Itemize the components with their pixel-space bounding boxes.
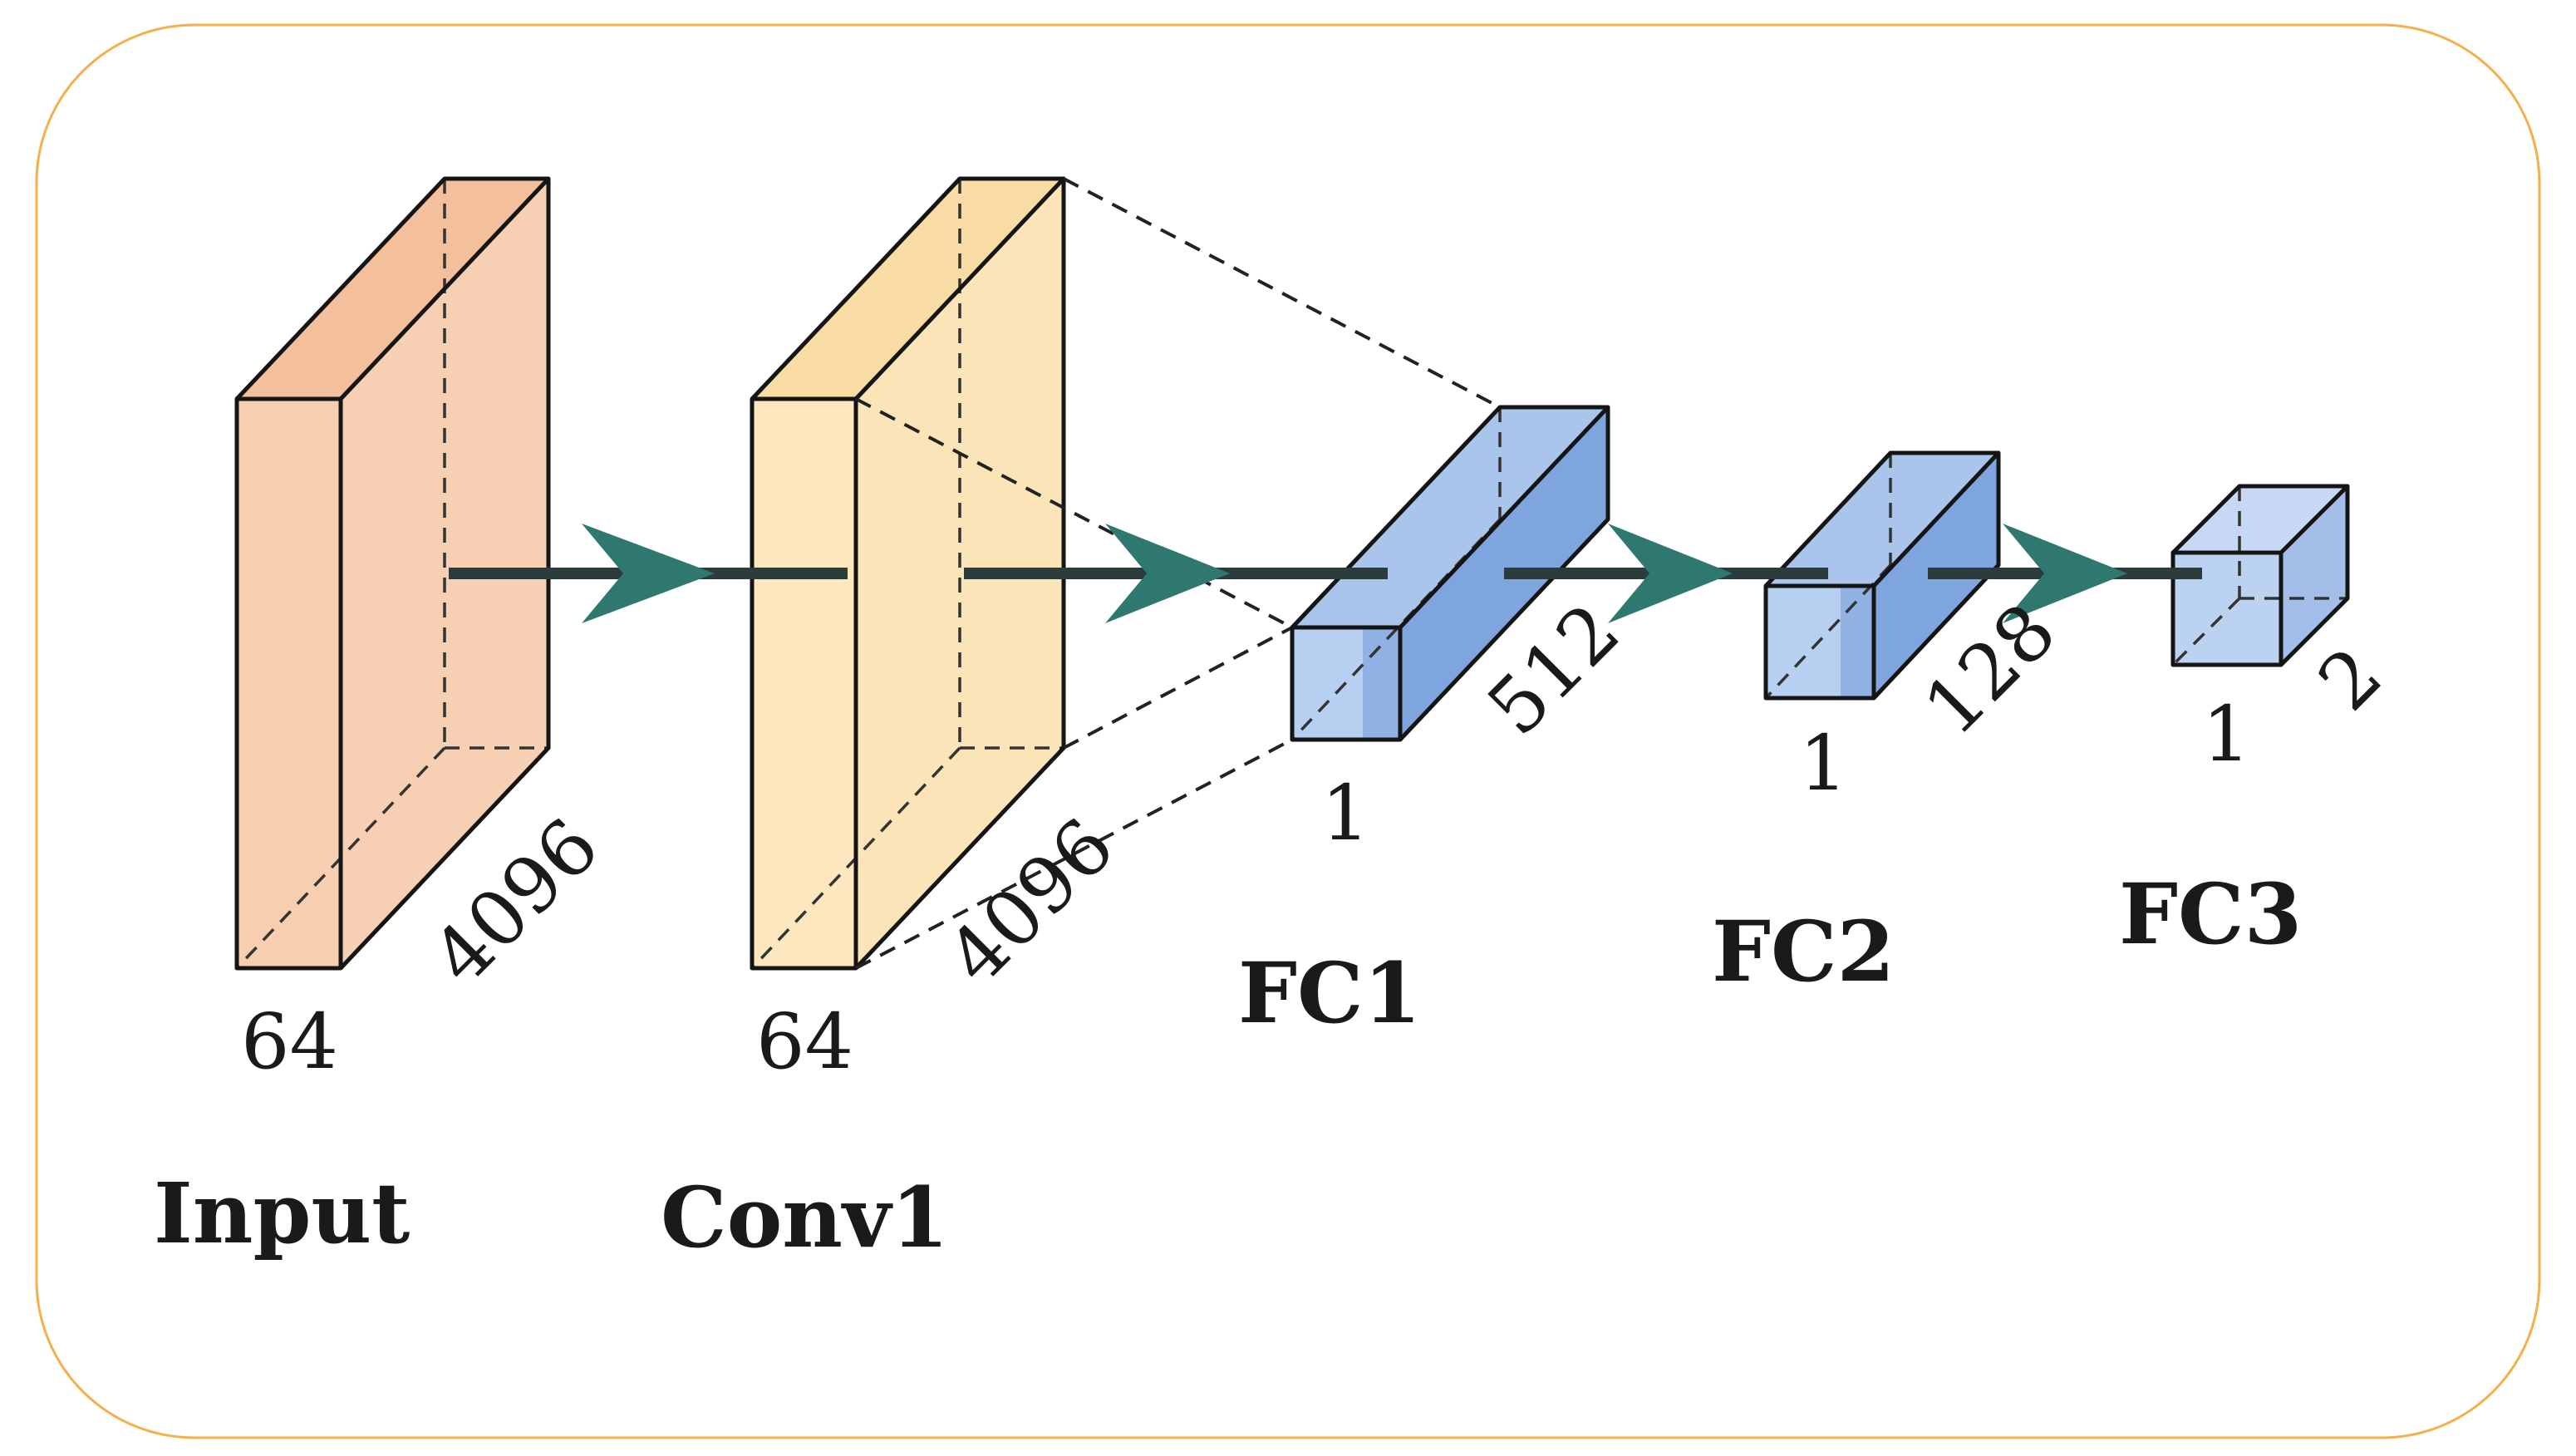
- fc2-front-shade: [1841, 586, 1874, 698]
- input-side-outline: [339, 179, 551, 970]
- arrowhead-icon: [2003, 524, 2127, 623]
- arrowhead-icon: [582, 524, 715, 623]
- fc1-dim-width: 1: [1321, 769, 1370, 858]
- fc2-dim-width: 1: [1799, 719, 1848, 808]
- fc2-layer-name: FC2: [1712, 903, 1895, 1001]
- input-top-outline: [235, 176, 551, 401]
- conv1-side-face: [856, 179, 1064, 968]
- conv1-layer-name: Conv1: [661, 1168, 949, 1267]
- layer-input-block: [234, 176, 551, 971]
- input-dim-width: 64: [241, 997, 338, 1086]
- fc1-side-outline: [1399, 407, 1610, 741]
- fc1-layer-name: FC1: [1238, 944, 1421, 1042]
- fc3-side-outline: [2279, 486, 2350, 667]
- input-top-face: [237, 179, 548, 399]
- flow-arrows: [449, 524, 2202, 623]
- layer-fc3-block: [2170, 484, 2350, 667]
- fc2-side-outline: [1872, 453, 2001, 700]
- input-front-face: [237, 399, 341, 968]
- arrowhead-icon: [1608, 524, 1733, 623]
- conv1-dim-width: 64: [756, 997, 853, 1086]
- fc2-top-face: [1766, 453, 1998, 586]
- fc2-top-outline: [1764, 450, 2001, 588]
- fc3-hidden-edge: [2171, 597, 2241, 667]
- fc3-layer-name: FC3: [2119, 865, 2302, 963]
- fc3-side-face: [2281, 486, 2347, 665]
- arrowhead-icon: [1105, 524, 1230, 623]
- conv1-top-face: [752, 179, 1064, 399]
- fc3-top-face: [2173, 486, 2347, 553]
- connector-line: [1063, 626, 1293, 750]
- fc1-front-shade: [1363, 627, 1400, 740]
- input-layer-name: Input: [154, 1164, 410, 1262]
- input-side-face: [341, 179, 548, 968]
- frame-border: [35, 23, 2541, 1439]
- conv1-fc1-connectors: [855, 177, 1501, 970]
- conv1-top-outline: [750, 176, 1066, 401]
- fc1-top-outline: [1290, 405, 1610, 629]
- fc3-top-outline: [2171, 484, 2350, 554]
- fc3-dim-width: 1: [2202, 690, 2251, 779]
- conv1-front-face: [752, 399, 856, 968]
